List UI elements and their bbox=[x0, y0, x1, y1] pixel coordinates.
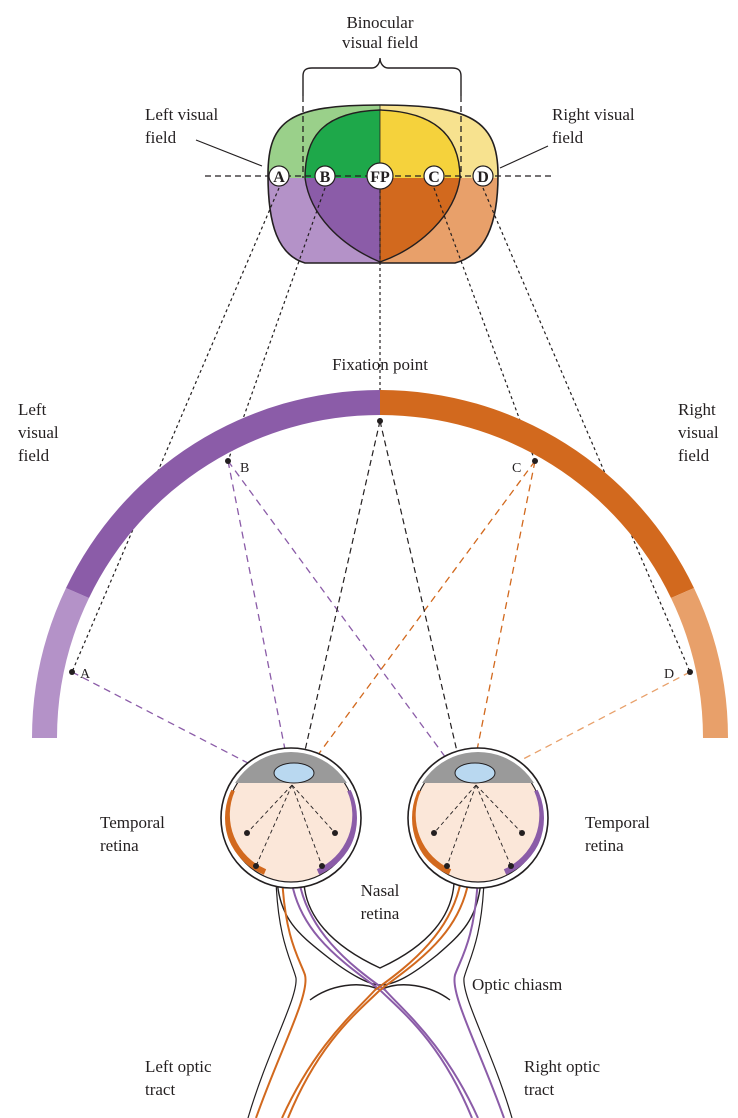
arc-point-dots bbox=[69, 418, 693, 675]
marker-fp-label: FP bbox=[370, 169, 390, 186]
arc-left-binocular bbox=[66, 390, 380, 598]
arc-label-d: D bbox=[664, 667, 674, 682]
binocular-label-line2: visual field bbox=[342, 33, 419, 52]
temporal-retina-left-line2: retina bbox=[100, 836, 139, 855]
right-visual-field-line1: Right bbox=[678, 400, 716, 419]
arc-right-monocular bbox=[671, 588, 728, 738]
left-visual-field-top-line1: Left visual bbox=[145, 105, 218, 124]
optic-chiasm-label: Optic chiasm bbox=[472, 975, 562, 994]
arc-left-monocular bbox=[32, 588, 89, 738]
binocular-label-line1: Binocular bbox=[346, 13, 413, 32]
marker-fp bbox=[366, 162, 394, 190]
nasal-retina-line2: retina bbox=[361, 904, 400, 923]
right-optic-tract-line2: tract bbox=[524, 1080, 554, 1099]
ray-lines bbox=[71, 460, 691, 793]
right-optic-tract-line1: Right optic bbox=[524, 1057, 600, 1076]
left-visual-field-line1: Left bbox=[18, 400, 47, 419]
optic-pathway bbox=[247, 869, 513, 1118]
binocular-bracket bbox=[302, 57, 462, 178]
right-visual-field-line3: field bbox=[678, 446, 710, 465]
cap-right-lower-binocular bbox=[380, 178, 460, 262]
marker-a bbox=[268, 165, 290, 187]
cap-right-upper-binocular bbox=[380, 110, 460, 178]
temporal-retina-right-line2: retina bbox=[585, 836, 624, 855]
arc-right-binocular bbox=[380, 390, 694, 598]
temporal-retina-left-line1: Temporal bbox=[100, 813, 165, 832]
left-eye bbox=[220, 747, 362, 889]
marker-a-label: A bbox=[273, 169, 285, 186]
right-visual-field-top-line1: Right visual bbox=[552, 105, 635, 124]
right-visual-field-top-line2: field bbox=[552, 128, 584, 147]
left-visual-field-line2: visual bbox=[18, 423, 59, 442]
left-visual-field-line3: field bbox=[18, 446, 50, 465]
marker-b bbox=[314, 165, 336, 187]
marker-b-label: B bbox=[320, 169, 331, 186]
marker-d-label: D bbox=[477, 169, 489, 186]
visual-field-cap bbox=[267, 104, 499, 264]
arc-label-b: B bbox=[240, 461, 249, 476]
temporal-retina-right-line1: Temporal bbox=[585, 813, 650, 832]
fixation-point-label: Fixation point bbox=[332, 355, 428, 374]
left-visual-field-top-line2: field bbox=[145, 128, 177, 147]
projection-lines bbox=[71, 187, 691, 673]
fixation-lines bbox=[295, 420, 467, 791]
arc-label-c: C bbox=[512, 461, 521, 476]
left-optic-tract-line2: tract bbox=[145, 1080, 175, 1099]
arc-label-a: A bbox=[80, 667, 91, 682]
left-optic-tract-line1: Left optic bbox=[145, 1057, 212, 1076]
marker-c-label: C bbox=[428, 169, 440, 186]
right-visual-field-line2: visual bbox=[678, 423, 719, 442]
marker-d bbox=[472, 165, 494, 187]
field-point-markers: A B FP C D bbox=[268, 162, 494, 190]
visual-field-arc bbox=[32, 390, 728, 738]
marker-c bbox=[423, 165, 445, 187]
left-field-leader bbox=[195, 139, 263, 167]
right-field-leader bbox=[499, 145, 549, 169]
nasal-retina-line1: Nasal bbox=[361, 881, 400, 900]
cap-left-lower-binocular bbox=[305, 178, 380, 262]
right-eye bbox=[407, 747, 549, 889]
